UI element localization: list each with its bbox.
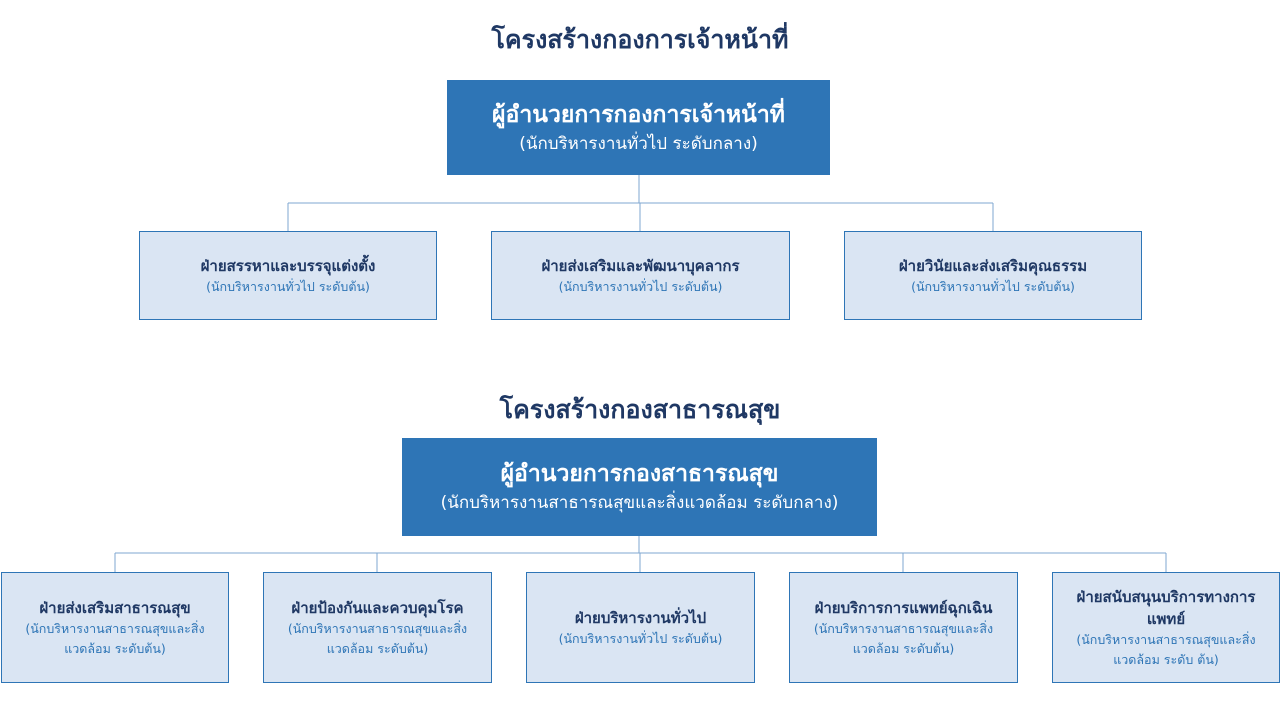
unit-title: ฝ่ายบริหารงานทั่วไป	[574, 608, 707, 627]
section2-unit-4: ฝ่ายบริการการแพทย์ฉุกเฉิน (นักบริหารงานส…	[789, 572, 1018, 683]
section1-head-title: ผู้อำนวยการกองการเจ้าหน้าที่	[492, 101, 785, 128]
unit-subtitle: (นักบริหารงานทั่วไป ระดับต้น)	[558, 278, 723, 294]
section2-unit-5: ฝ่ายสนับสนุนบริการทางการแพทย์ (นักบริหาร…	[1052, 572, 1280, 683]
unit-subtitle: (นักบริหารงานทั่วไป ระดับต้น)	[558, 630, 723, 646]
unit-title: ฝ่ายป้องกันและควบคุมโรค	[291, 598, 464, 617]
section2-unit-2: ฝ่ายป้องกันและควบคุมโรค (นักบริหารงานสาธ…	[263, 572, 492, 683]
section1-head-subtitle: (นักบริหารงานทั่วไป ระดับกลาง)	[519, 133, 758, 154]
unit-title: ฝ่ายส่งเสริมสาธารณสุข	[39, 598, 191, 617]
unit-title: ฝ่ายบริการการแพทย์ฉุกเฉิน	[814, 598, 993, 617]
unit-subtitle: (นักบริหารงานสาธารณสุขและสิ่งแวดล้อม ระด…	[813, 620, 994, 656]
section2-unit-3: ฝ่ายบริหารงานทั่วไป (นักบริหารงานทั่วไป …	[526, 572, 755, 683]
unit-subtitle: (นักบริหารงานทั่วไป ระดับต้น)	[206, 278, 370, 294]
section1-unit-3: ฝ่ายวินัยและส่งเสริมคุณธรรม (นักบริหารงา…	[844, 231, 1142, 320]
unit-subtitle: (นักบริหารงานสาธารณสุขและสิ่งแวดล้อม ระด…	[287, 620, 468, 656]
section2-title: โครงสร้างกองสาธารณสุข	[499, 395, 781, 424]
unit-title: ฝ่ายสรรหาและบรรจุแต่งตั้ง	[200, 256, 376, 275]
unit-subtitle: (นักบริหารงานทั่วไป ระดับต้น)	[911, 278, 1075, 294]
section2-head-box: ผู้อำนวยการกองสาธารณสุข (นักบริหารงานสาธ…	[402, 438, 877, 536]
section2-head-subtitle: (นักบริหารงานสาธารณสุขและสิ่งแวดล้อม ระด…	[440, 493, 839, 513]
unit-title: ฝ่ายวินัยและส่งเสริมคุณธรรม	[898, 256, 1088, 275]
unit-title: ฝ่ายส่งเสริมและพัฒนาบุคลากร	[541, 256, 740, 275]
section1-unit-1: ฝ่ายสรรหาและบรรจุแต่งตั้ง (นักบริหารงานท…	[139, 231, 437, 320]
section2-unit-1: ฝ่ายส่งเสริมสาธารณสุข (นักบริหารงานสาธาร…	[1, 572, 229, 683]
unit-title: ฝ่ายสนับสนุนบริการทางการแพทย์	[1076, 587, 1256, 628]
section1-title: โครงสร้างกองการเจ้าหน้าที่	[491, 25, 789, 54]
section2-head-title: ผู้อำนวยการกองสาธารณสุข	[500, 461, 779, 487]
section1-head-box: ผู้อำนวยการกองการเจ้าหน้าที่ (นักบริหารง…	[447, 80, 830, 175]
unit-subtitle: (นักบริหารงานสาธารณสุขและสิ่งแวดล้อม ระด…	[25, 620, 205, 656]
section1-unit-2: ฝ่ายส่งเสริมและพัฒนาบุคลากร (นักบริหารงา…	[491, 231, 790, 320]
unit-subtitle: (นักบริหารงานสาธารณสุขและสิ่งแวดล้อม ระด…	[1076, 631, 1256, 667]
